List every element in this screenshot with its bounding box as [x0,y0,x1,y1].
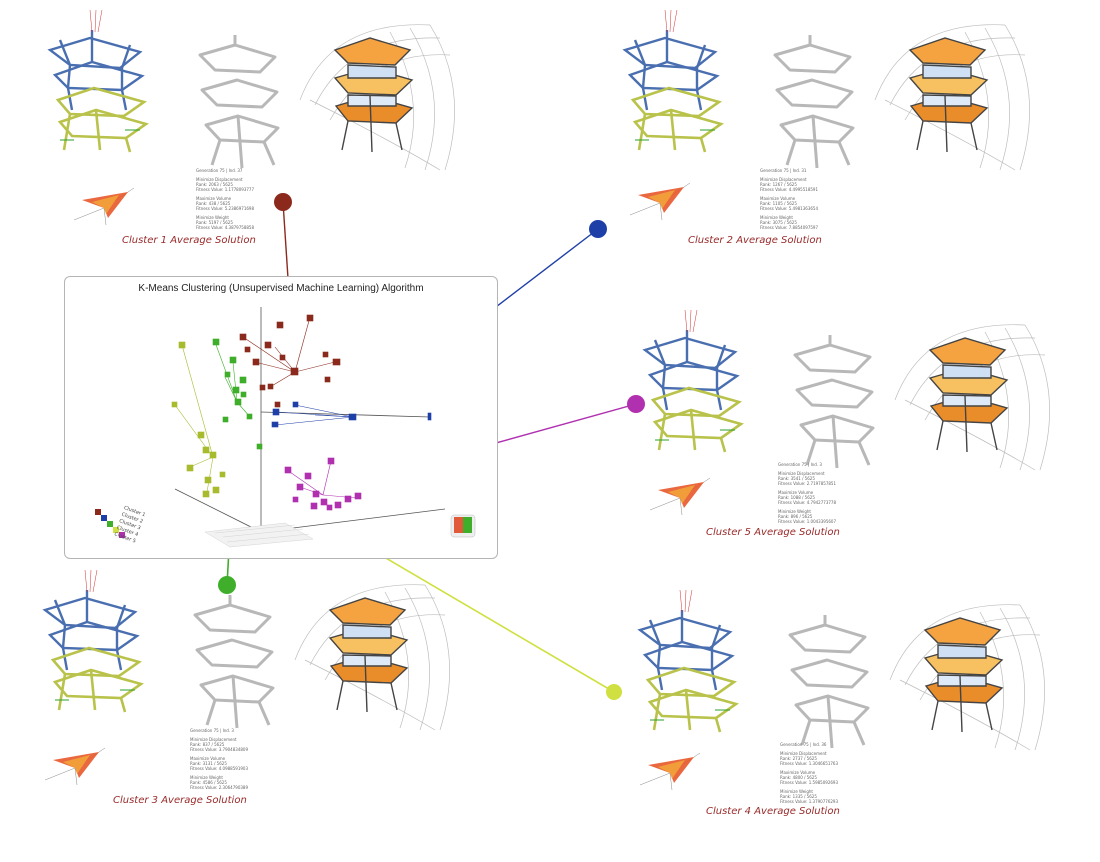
radar-chart [35,740,115,790]
truss-tower [642,330,740,411]
cluster-title: Cluster 4 Average Solution [706,806,840,817]
info-line: Minimize Weight [190,775,223,780]
marker-cluster1[interactable] [274,193,292,211]
info-line: Fitness Value: 1.5985092693 [780,780,838,785]
fitness-info: Generation 75 | Ind. 36 Minimize Displace… [780,742,838,804]
structure-illustration [625,310,1065,480]
info-line: Rank: 837 / 5625 [190,742,225,747]
structure-illustration [620,590,1060,760]
info-line: Minimize Displacement [196,177,243,182]
legend-swatches [95,509,125,538]
info-line: Fitness Value: 1.3790776293 [780,799,838,804]
info-line: Generation 75 | Ind. 3 [190,728,234,733]
structure-illustration [605,10,1045,180]
white-tower [198,35,280,169]
fitness-info: Generation 75 | Ind. 31 Minimize Displace… [760,168,818,230]
info-line: Fitness Value: 3.7904834809 [190,747,248,752]
white-tower [788,615,870,749]
info-line: Fitness Value: 2.7197857851 [778,481,836,486]
info-line: Fitness Value: 5.2386971698 [196,206,254,211]
info-line: Minimize Weight [196,215,229,220]
cluster-title: Cluster 3 Average Solution [113,795,247,806]
info-line: Fitness Value: 4.3879758858 [196,225,254,230]
shaded-tower [908,37,989,153]
cluster5-points [284,457,362,511]
info-line: Rank: 1105 / 5625 [760,201,797,206]
info-line: Minimize Displacement [778,471,825,476]
truss-tower [47,30,145,111]
info-line: Fitness Value: 4.7942773778 [778,500,836,505]
cluster1-points [239,314,341,408]
logo-icon [450,514,476,538]
info-line: Maximize Volume [196,196,232,201]
fitness-info: Generation 75 | Ind. 37 Minimize Displace… [196,168,254,230]
info-line: Rank: 5197 / 5625 [196,220,233,225]
info-line: Rank: 2063 / 5625 [196,182,233,187]
info-line: Fitness Value: 7.8854097597 [760,225,818,230]
white-tower [193,595,275,729]
info-line: Fitness Value: 1.0043395607 [778,519,836,524]
info-line: Rank: 1335 / 5625 [780,794,817,799]
info-line: Fitness Value: 4.0988591903 [190,766,248,771]
cluster-title: Cluster 5 Average Solution [706,527,840,538]
shaded-tower [923,617,1004,733]
panel-title: K-Means Clustering (Unsupervised Machine… [138,283,424,294]
shaded-tower [928,337,1009,453]
info-line: Minimize Weight [778,509,811,514]
info-line: Rank: 1267 / 5625 [760,182,797,187]
truss-tower [622,30,720,111]
cluster4-points [171,341,226,498]
cluster2-points [271,401,432,428]
info-line: Minimize Weight [760,215,793,220]
shaded-tower [333,37,414,153]
info-line: Maximize Volume [760,196,796,201]
info-line: Maximize Volume [780,770,816,775]
info-line: Fitness Value: 5.4981363654 [760,206,818,211]
fitness-info: Generation 75 | Ind. 3 Minimize Displacem… [778,462,836,524]
structure-illustration [30,10,470,180]
info-line: Fitness Value: 1.3046651763 [780,761,838,766]
info-line: Rank: 4586 / 5625 [190,780,227,785]
info-line: Rank: 438 / 5625 [196,201,231,206]
truss-tower [637,610,735,691]
fitness-info: Generation 75 | Ind. 3 Minimize Displacem… [190,728,248,790]
white-tower [773,35,855,169]
radar-chart [640,470,720,520]
info-line: Rank: 3075 / 5625 [760,220,797,225]
info-line: Fitness Value: 4.4995518591 [760,187,818,192]
info-line: Generation 75 | Ind. 36 [780,742,827,747]
info-line: Generation 75 | Ind. 31 [760,168,807,173]
structure-illustration [25,570,465,740]
cluster-title: Cluster 1 Average Solution [122,235,256,246]
info-line: Fitness Value: 2.3064790389 [190,785,248,790]
shaded-tower [328,597,409,713]
info-line: Generation 75 | Ind. 3 [778,462,822,467]
info-line: Fitness Value: 1.1778093777 [196,187,254,192]
info-line: Maximize Volume [190,756,226,761]
cluster3-points [212,338,263,450]
info-line: Rank: 896 / 5625 [778,514,813,519]
ground-grid [204,522,314,548]
info-line: Minimize Weight [780,789,813,794]
info-line: Rank: 4800 / 5625 [780,775,817,780]
white-tower [793,335,875,469]
info-line: Maximize Volume [778,490,814,495]
info-line: Generation 75 | Ind. 37 [196,168,243,173]
info-line: Rank: 3131 / 5625 [190,761,227,766]
info-line: Rank: 2737 / 5625 [780,756,817,761]
truss-tower [42,590,140,671]
radar-chart [64,180,144,230]
kmeans-3d-plot [95,307,476,548]
info-line: Minimize Displacement [190,737,237,742]
info-line: Minimize Displacement [760,177,807,182]
kmeans-panel: K-Means Clustering (Unsupervised Machine… [64,276,498,559]
radar-chart [630,745,710,795]
marker-cluster2[interactable] [589,220,607,238]
info-line: Minimize Displacement [780,751,827,756]
radar-chart [620,175,700,225]
info-line: Rank: 3541 / 5625 [778,476,815,481]
cluster-title: Cluster 2 Average Solution [688,235,822,246]
info-line: Rank: 1088 / 5625 [778,495,815,500]
